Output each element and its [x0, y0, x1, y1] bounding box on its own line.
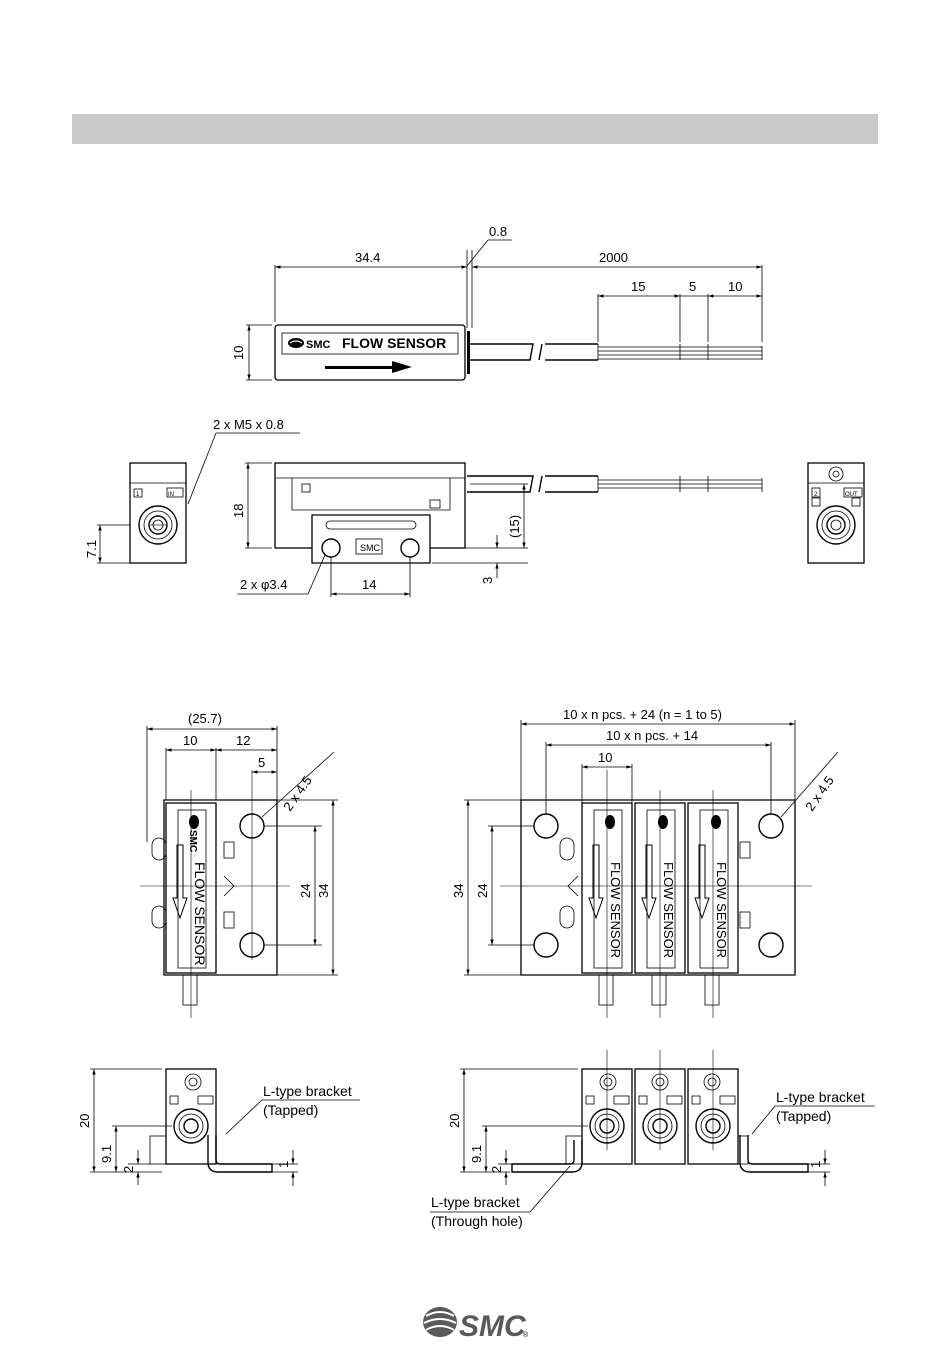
dim-2-manifold: 2	[489, 1166, 504, 1173]
dim-12: 12	[236, 733, 250, 748]
dim-hole-pitch: 14	[362, 577, 376, 592]
smc-mark-icon	[423, 1307, 457, 1337]
left-end-body	[129, 462, 187, 564]
dim-bracket-3: 3	[480, 577, 495, 584]
port-out-label: OUT	[845, 492, 858, 498]
cable-wires	[597, 344, 763, 360]
dim-overall-manifold: 10 x n pcs. + 24 (n = 1 to 5)	[563, 707, 722, 722]
bottom-single-body	[165, 1068, 217, 1165]
callout-holes: 2 x 4.5	[280, 773, 315, 814]
dim-24-manifold: 24	[475, 884, 490, 898]
dim-cable-height: (15)	[507, 515, 522, 538]
dim-24: 24	[298, 884, 313, 898]
side-cable	[467, 475, 534, 493]
callout-holes: 2 x φ3.4	[240, 577, 287, 592]
smc-logo-icon	[288, 338, 304, 348]
dim-1: 1	[276, 1161, 291, 1168]
single-logo-label: SMC	[187, 830, 198, 852]
manifold-bracket-view: FLOW SENSOR FLOW SENSOR FLOW SENSOR 10 x…	[451, 707, 839, 1018]
section-header-bar	[72, 114, 878, 144]
dim-cable-length: 2000	[599, 250, 628, 265]
dim-2: 2	[121, 1166, 136, 1173]
footer-logo-text: SMC	[459, 1310, 527, 1343]
cable-sheath	[538, 343, 598, 361]
product-label: FLOW SENSOR	[342, 335, 446, 351]
flow-arrow-icon	[325, 361, 412, 373]
product-label-1: FLOW SENSOR	[608, 862, 623, 958]
dim-5: 5	[258, 755, 265, 770]
port-1-label: 1	[136, 492, 140, 498]
single-bracket-view: SMC FLOW SENSOR (25.7) 10 12 5 2 x 4.5 2…	[140, 711, 338, 1018]
dim-pitch-manifold: 10 x n pcs. + 14	[606, 728, 698, 743]
dim-10-manifold: 10	[598, 750, 612, 765]
sensor-body-top	[274, 324, 466, 381]
l-bracket-through-hole	[511, 1140, 583, 1173]
footer-logo: SMC ®	[423, 1307, 529, 1343]
bottom-single-view: 20 9.1 2 1 L-type bracket (Tapped)	[77, 1068, 360, 1186]
right-end-body	[807, 462, 865, 564]
l-bracket-tapped	[207, 1135, 273, 1173]
tapped-label-2: (Tapped)	[776, 1108, 831, 1124]
dim-1-manifold: 1	[808, 1161, 823, 1168]
dim-20: 20	[77, 1114, 92, 1128]
product-label-frame	[281, 332, 459, 355]
callout-holes-manifold: 2 x 4.5	[802, 773, 837, 814]
port-in-label: IN	[168, 492, 174, 498]
registered-mark: ®	[523, 1331, 529, 1339]
top-view: SMC FLOW SENSOR 34.4 0.8 2000 15 5 10 10	[231, 224, 763, 381]
product-label-3: FLOW SENSOR	[714, 862, 729, 958]
flow-arrow-icon	[172, 844, 188, 920]
bottom-manifold-view: 20 9.1 2 1 L-type bracket (Tapped) L-typ…	[430, 1050, 875, 1229]
cable-joint	[467, 331, 470, 374]
dim-10: 10	[183, 733, 197, 748]
dim-gap: 0.8	[489, 224, 507, 239]
logo-label: SMC	[306, 339, 331, 351]
port-2-label: 2	[814, 492, 818, 498]
dim-34-manifold: 34	[451, 884, 466, 898]
bracket-label-2: (Tapped)	[263, 1102, 318, 1118]
dim-strip-10: 10	[728, 279, 742, 294]
product-label-2: FLOW SENSOR	[661, 862, 676, 958]
cable-segment	[470, 343, 534, 361]
dim-height-10: 10	[231, 346, 246, 360]
dim-height-18: 18	[231, 504, 246, 518]
dim-20-manifold: 20	[447, 1114, 462, 1128]
side-view: 1 IN 2 x M5 x 0.8 7.1 SMC 18	[84, 417, 865, 597]
dim-strip-5: 5	[689, 279, 696, 294]
bracket-logo: SMC	[360, 543, 381, 553]
bracket-label-1: L-type bracket	[263, 1083, 352, 1099]
dim-9-1-manifold: 9.1	[469, 1145, 484, 1163]
dim-overall-25-7: (25.7)	[188, 711, 222, 726]
single-product-label: FLOW SENSOR	[192, 862, 208, 965]
dim-9-1: 9.1	[99, 1145, 114, 1163]
dim-strip-15: 15	[631, 279, 645, 294]
dim-body-length: 34.4	[355, 250, 380, 265]
dim-port-height: 7.1	[84, 540, 99, 558]
smc-logo-icon	[189, 815, 199, 829]
dim-34: 34	[316, 884, 331, 898]
tapped-label-1: L-type bracket	[776, 1089, 865, 1105]
l-bracket-tapped-manifold	[739, 1135, 809, 1173]
through-label-1: L-type bracket	[431, 1194, 520, 1210]
through-label-2: (Through hole)	[431, 1213, 523, 1229]
callout-ports: 2 x M5 x 0.8	[213, 417, 284, 432]
